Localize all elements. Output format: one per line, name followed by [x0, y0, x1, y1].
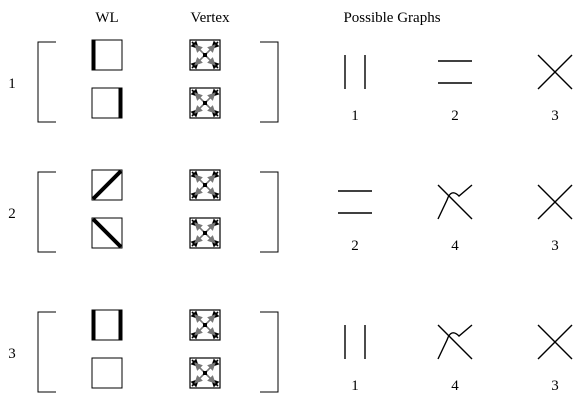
row-label: 1: [8, 76, 16, 92]
vertex-bottom-icon: [189, 217, 221, 249]
wl-top-box: [91, 169, 123, 201]
row-label: 2: [8, 206, 16, 222]
graph-crossing: [537, 184, 573, 220]
graph-row: 3 1 4 3: [8, 309, 573, 394]
left-bracket: [37, 171, 56, 253]
wl-top-box: [91, 39, 123, 71]
vertex-column-header: Vertex: [190, 10, 230, 26]
vertex-bottom-icon: [189, 357, 221, 389]
graph-label: 1: [351, 378, 359, 394]
graph-label: 4: [451, 238, 459, 254]
graph-parallel-vertical: [344, 325, 366, 359]
right-bracket: [260, 171, 279, 253]
graph-label: 1: [351, 108, 359, 124]
graph-row: 2 2 4 3: [8, 169, 573, 254]
possible-graphs-header: Possible Graphs: [343, 10, 440, 26]
graph-crossing: [537, 54, 573, 90]
vertex-top-icon: [189, 39, 221, 71]
vertex-top-icon: [189, 309, 221, 341]
wl-bottom-box: [91, 87, 123, 119]
left-bracket: [37, 41, 56, 123]
row-label: 3: [8, 346, 16, 362]
graph-label: 4: [451, 378, 459, 394]
vertex-bottom-icon: [189, 87, 221, 119]
graph-label: 2: [451, 108, 459, 124]
graph-label: 3: [551, 378, 559, 394]
right-bracket: [260, 311, 279, 393]
graph-crossing: [537, 324, 573, 360]
graph-parallel-horizontal: [338, 190, 372, 214]
graph-label: 2: [351, 238, 359, 254]
graph-avoided-crossing: [437, 324, 473, 360]
graph-parallel-horizontal: [438, 60, 472, 84]
graph-label: 3: [551, 108, 559, 124]
left-bracket: [37, 311, 56, 393]
vertex-top-icon: [189, 169, 221, 201]
graph-parallel-vertical: [344, 55, 366, 89]
graph-label: 3: [551, 238, 559, 254]
wl-bottom-box: [91, 217, 123, 249]
right-bracket: [260, 41, 279, 123]
wl-top-box: [91, 309, 123, 341]
graph-row: 1 1 2 3: [8, 39, 573, 124]
graph-avoided-crossing: [437, 184, 473, 220]
wl-bottom-box: [91, 357, 123, 389]
wl-column-header: WL: [95, 10, 118, 26]
